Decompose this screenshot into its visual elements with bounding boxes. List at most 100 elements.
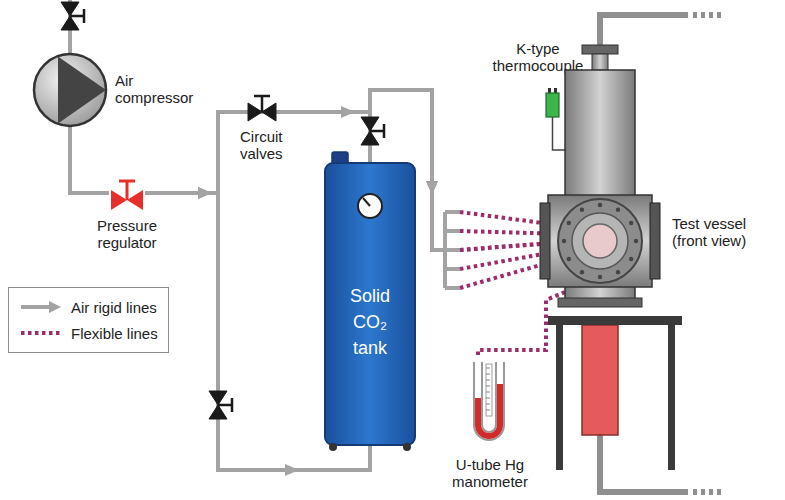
pressure-regulator-shape-part xyxy=(127,190,143,210)
manometer-shape-part xyxy=(486,392,490,393)
pipe-connector xyxy=(553,117,566,150)
component-label: Test vessel (front view) xyxy=(672,215,747,249)
co2-tank: Solid CO₂ tank xyxy=(325,163,415,445)
valve-symbol xyxy=(361,117,384,145)
test-vessel-shape-part xyxy=(616,270,620,274)
pipe-connector xyxy=(145,90,565,250)
legend-sample xyxy=(19,326,63,340)
valve-symbol-part xyxy=(70,9,84,23)
test-vessel-shape-part xyxy=(558,199,642,283)
test-vessel-shape-part xyxy=(598,275,602,279)
thermocouple: K-type thermocouple xyxy=(546,88,559,117)
test-vessel-shape-part xyxy=(580,208,584,212)
vessel-pipe-part xyxy=(693,489,722,495)
pipe-connector-part xyxy=(145,193,370,470)
test-vessel-shape-part xyxy=(629,257,633,261)
legend-sample-part xyxy=(21,305,51,309)
valve-symbol-part xyxy=(370,124,384,138)
manometer-shape-part xyxy=(486,386,490,387)
component-label-text: U-tube Hg manometer xyxy=(445,456,535,490)
pipe-connector-part xyxy=(460,242,565,250)
manometer-shape-part xyxy=(486,374,490,375)
part-label: Circuit valves xyxy=(240,128,300,162)
test-vessel-shape-part xyxy=(567,221,571,225)
test-vessel-shape-part xyxy=(598,203,602,207)
legend-sample-part xyxy=(21,331,61,335)
legend-text: Air rigid lines xyxy=(71,299,157,316)
pressure-regulator-shape-part xyxy=(111,190,127,210)
pipe-connector-part xyxy=(460,242,565,250)
component-label-text: Solid CO₂ tank xyxy=(335,283,405,361)
component-label: Solid CO₂ tank xyxy=(335,283,405,361)
legend-row: Air rigid lines xyxy=(19,294,158,320)
valve-symbol-part xyxy=(209,405,227,419)
flexible-line-part xyxy=(460,250,565,269)
component-label: K-type thermocouple xyxy=(490,40,586,74)
valve-symbol-part xyxy=(61,2,79,16)
component-label: Air compressor xyxy=(115,72,200,106)
arrow-head xyxy=(426,181,438,195)
test-vessel-shape-part xyxy=(583,224,617,258)
test-vessel-shape-part xyxy=(580,270,584,274)
test-vessel-shape-part xyxy=(567,257,571,261)
valve-symbol-part xyxy=(209,391,227,405)
manometer-shape-part xyxy=(486,380,490,381)
part-label-text: Circuit valves xyxy=(240,128,300,162)
vessel-pipe-part xyxy=(600,15,688,45)
test-vessel-shape-part xyxy=(629,221,633,225)
flexible-line-part xyxy=(460,212,565,226)
valve-symbol-part xyxy=(218,398,232,412)
component-label: U-tube Hg manometer xyxy=(445,456,535,490)
manometer-shape-part xyxy=(478,362,500,436)
test-vessel-shape-part xyxy=(572,213,628,269)
legend-sample xyxy=(19,300,63,314)
manometer-shape-part xyxy=(478,384,500,436)
co2-tank-shape-part xyxy=(403,443,411,451)
flexible-line-part xyxy=(460,258,565,288)
pipe-connector xyxy=(478,292,565,355)
valve-symbol-part xyxy=(361,117,379,131)
vessel-stand-part xyxy=(548,316,682,325)
air-compressor-shape-part xyxy=(34,54,106,126)
air-compressor-shape-part xyxy=(58,57,106,124)
manometer: U-tube Hg manometer xyxy=(466,355,510,448)
arrow-head xyxy=(198,187,212,199)
valve-symbol xyxy=(61,2,84,30)
test-vessel-shape-part xyxy=(650,203,660,279)
test-vessel-shape-part xyxy=(565,283,635,300)
vessel-stand xyxy=(548,316,682,470)
component-label-text: Test vessel (front view) xyxy=(672,215,747,249)
pipe-connector-part xyxy=(553,117,566,150)
test-vessel-shape-part xyxy=(616,208,620,212)
arrow-head xyxy=(341,106,355,118)
test-vessel-shape-part xyxy=(634,239,638,243)
test-vessel-shape-part xyxy=(558,298,642,307)
co2-tank-shape-part xyxy=(363,198,370,206)
arrow-head xyxy=(285,464,299,476)
pipe-connector-part xyxy=(370,90,460,250)
vessel-stand-part xyxy=(556,325,563,470)
valve-symbol-part xyxy=(254,96,270,112)
component-label: Pressure regulator xyxy=(87,217,167,251)
pressure-regulator: Pressure regulator xyxy=(109,175,145,211)
pipe-connector-part xyxy=(145,90,460,250)
valve-symbol-part xyxy=(248,103,262,121)
test-vessel-shape-part xyxy=(548,195,652,287)
test-vessel-shape-part xyxy=(540,203,550,279)
co2-tank-shape-part xyxy=(329,443,337,451)
flexible-line xyxy=(460,212,565,288)
test-vessel-shape-part xyxy=(565,70,635,200)
manometer-shape-part xyxy=(486,368,490,369)
air-compressor: Air compressor xyxy=(33,53,107,127)
legend-box: Air rigid linesFlexible lines xyxy=(8,287,169,353)
pipe-connector-part xyxy=(478,292,565,355)
test-vessel-shape-part xyxy=(562,239,566,243)
vessel-pipe-part xyxy=(693,12,722,18)
component-label-text: K-type thermocouple xyxy=(490,40,586,74)
thermocouple-shape-part xyxy=(554,88,557,94)
legend-text: Flexible lines xyxy=(71,325,158,342)
component-label-text: Pressure regulator xyxy=(87,217,167,251)
manometer-shape-part xyxy=(478,362,500,436)
pressure-regulator-shape-part xyxy=(119,181,135,200)
